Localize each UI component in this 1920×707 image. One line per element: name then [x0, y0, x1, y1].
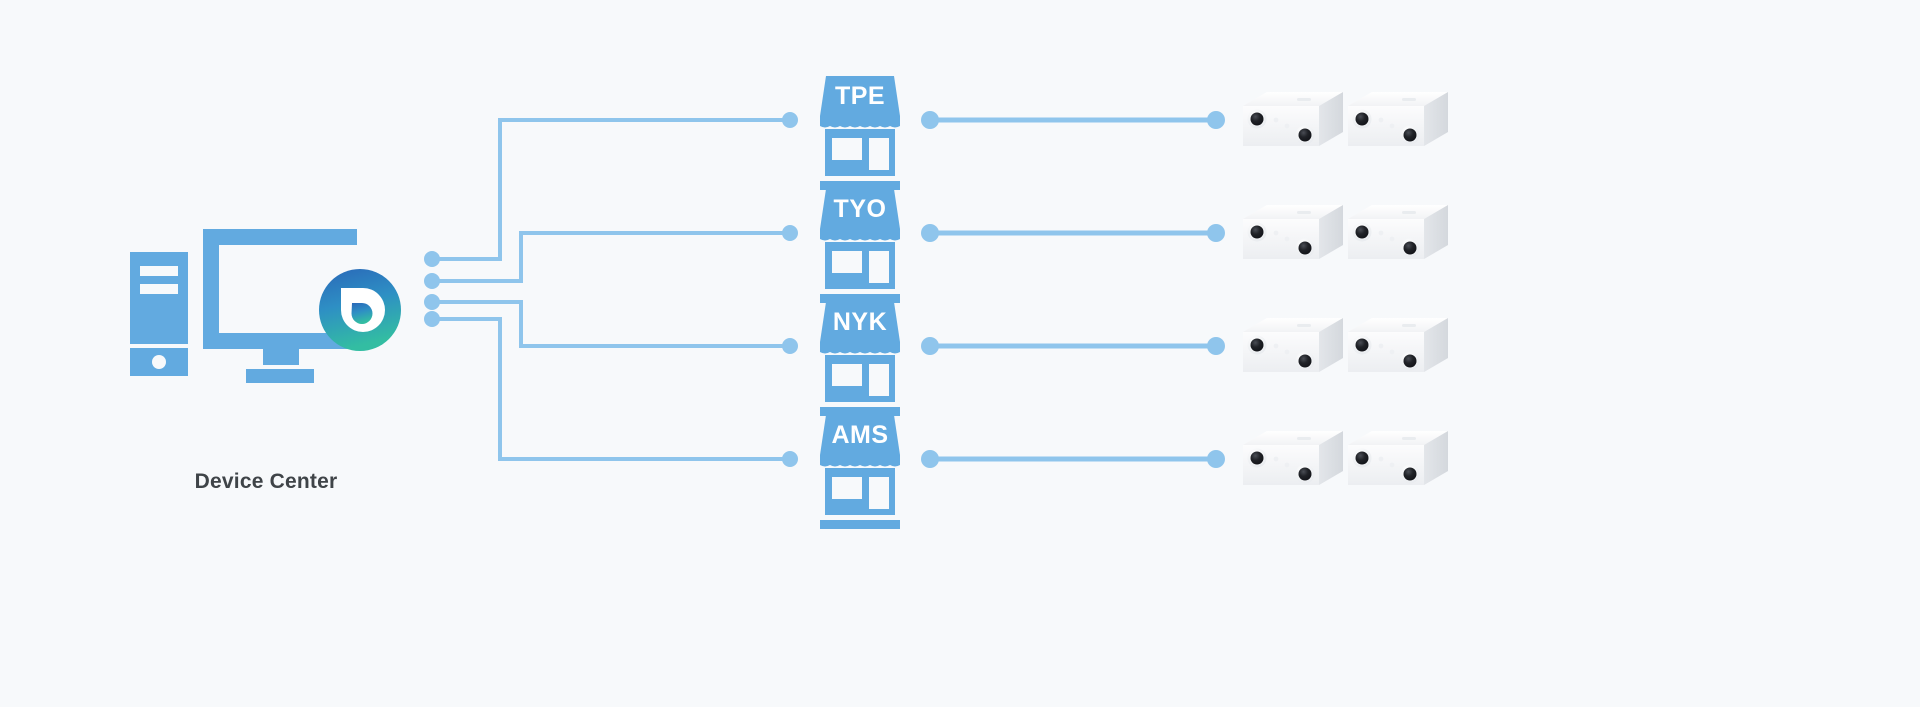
- ip-camera-icon[interactable]: [1348, 205, 1448, 259]
- ip-camera-icon[interactable]: [1348, 92, 1448, 146]
- hub-port-dot-2[interactable]: [424, 273, 440, 289]
- camera-link-dot-tpe-right: [1207, 111, 1225, 129]
- store-node-tyo[interactable]: TYO: [820, 189, 900, 303]
- camera-link-dot-ams-right: [1207, 450, 1225, 468]
- link-hub-tyo: [430, 231, 792, 283]
- hub-port-dots: [424, 251, 440, 327]
- ip-camera-icon[interactable]: [1348, 431, 1448, 485]
- store-to-camera-links: [927, 117, 1219, 462]
- ip-camera-icon[interactable]: [1348, 318, 1448, 372]
- camera-pair-tpe: [1243, 92, 1448, 146]
- hub-port-dot-1[interactable]: [424, 251, 440, 267]
- brand-logo-icon[interactable]: [319, 269, 401, 351]
- hub-port-dot-4[interactable]: [424, 311, 440, 327]
- ip-camera-icon[interactable]: [1243, 318, 1343, 372]
- store-endpoint-dot-nyk: [782, 338, 798, 354]
- store-endpoint-dot-ams: [782, 451, 798, 467]
- store-code-tpe: TPE: [835, 82, 885, 110]
- hub-port-dot-3[interactable]: [424, 294, 440, 310]
- computer-tower-icon: [130, 252, 188, 376]
- camera-pair-tyo: [1243, 205, 1448, 259]
- camera-pair-nyk: [1243, 318, 1448, 372]
- ip-camera-icon[interactable]: [1243, 205, 1343, 259]
- monitor-icon: [203, 229, 357, 383]
- device-center-label: Device Center: [194, 470, 338, 493]
- camera-link-dot-tyo-left: [921, 224, 939, 242]
- camera-link-dots: [921, 111, 1225, 468]
- link-hub-tpe: [430, 118, 792, 261]
- camera-link-dot-nyk-right: [1207, 337, 1225, 355]
- store-node-nyk[interactable]: NYK: [820, 302, 900, 416]
- ip-camera-icon[interactable]: [1243, 92, 1343, 146]
- link-hub-nyk: [430, 300, 792, 348]
- camera-link-dot-tyo-right: [1207, 224, 1225, 242]
- store-node-ams[interactable]: AMS: [820, 415, 900, 529]
- store-code-ams: AMS: [831, 421, 888, 449]
- link-hub-ams: [430, 317, 792, 461]
- store-endpoint-dots: [782, 112, 798, 467]
- store-code-tyo: TYO: [834, 195, 887, 223]
- camera-link-dot-ams-left: [921, 450, 939, 468]
- store-code-nyk: NYK: [833, 308, 887, 336]
- store-node-tpe[interactable]: TPE: [820, 76, 900, 190]
- camera-link-dot-nyk-left: [921, 337, 939, 355]
- hub-to-store-links: [430, 118, 792, 461]
- camera-link-dot-tpe-left: [921, 111, 939, 129]
- ip-camera-icon[interactable]: [1243, 431, 1343, 485]
- store-endpoint-dot-tpe: [782, 112, 798, 128]
- camera-pair-ams: [1243, 431, 1448, 485]
- store-endpoint-dot-tyo: [782, 225, 798, 241]
